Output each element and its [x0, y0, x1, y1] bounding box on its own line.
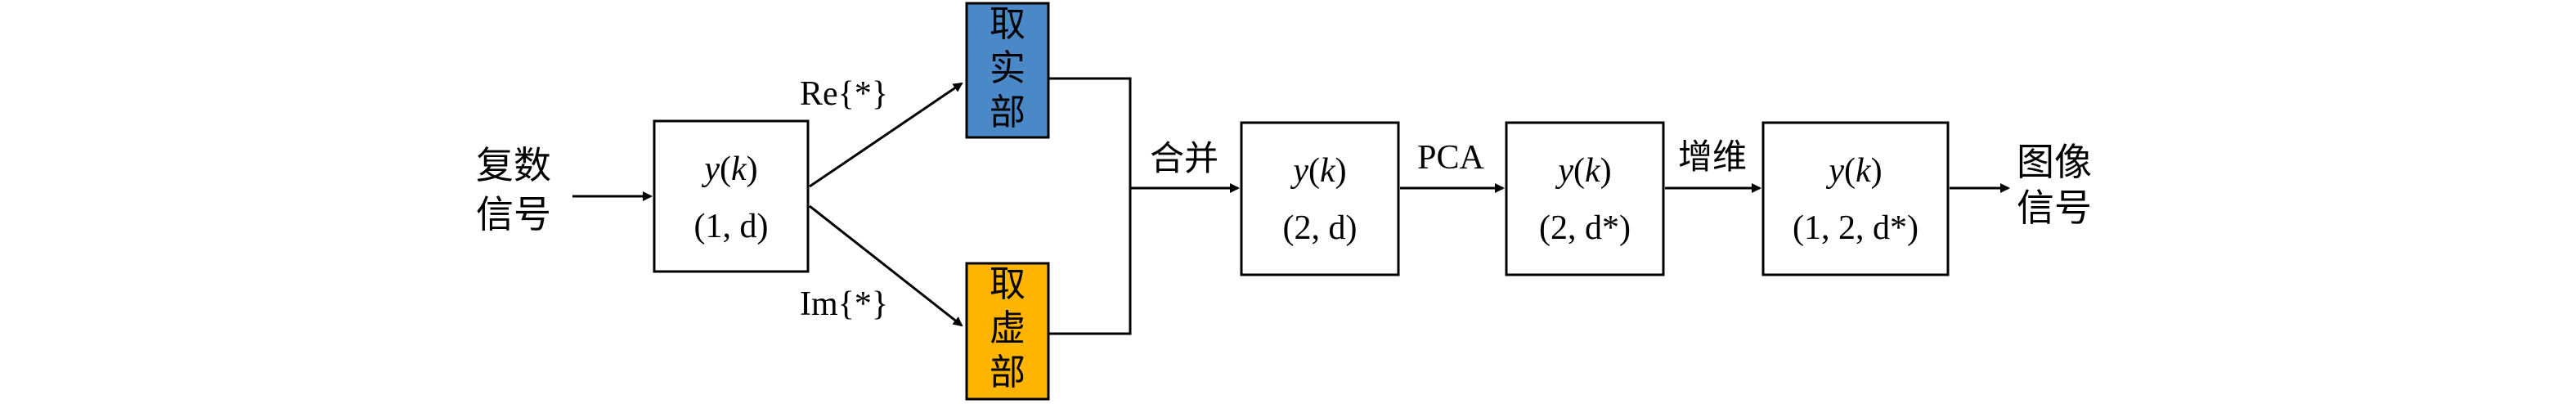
- input-block: [653, 119, 810, 273]
- re-label: Re{*}: [800, 75, 888, 113]
- arrow-to-real: [809, 82, 963, 188]
- real-part-char-1: 取: [990, 3, 1025, 45]
- input-signal-label-line2: 信号: [476, 192, 551, 236]
- merged-block-dims: (2, d): [1283, 209, 1358, 247]
- output-signal-label-line1: 图像: [2017, 140, 2092, 184]
- merge-line-real: [1048, 77, 1132, 188]
- input-block-dims: (1, d): [694, 208, 769, 245]
- output-signal-label-line2: 信号: [2017, 186, 2092, 230]
- imag-part-block: [965, 262, 1050, 401]
- merge-line-imag: [1048, 188, 1132, 335]
- imag-part-char-1: 取: [990, 263, 1025, 305]
- im-label: Im{*}: [800, 285, 888, 323]
- imag-part-char-3: 部: [990, 352, 1025, 393]
- arrow-to-imag: [809, 204, 963, 327]
- final-block-var: y(k): [1825, 152, 1882, 190]
- real-part-char-2: 实: [990, 47, 1025, 89]
- merge-label: 合并: [1150, 138, 1218, 178]
- final-block-dims: (1, 2, d*): [1793, 209, 1919, 247]
- imag-part-char-2: 虚: [990, 307, 1025, 349]
- input-signal-label-line1: 复数: [476, 143, 551, 187]
- pca-label: PCA: [1417, 139, 1484, 177]
- pca-block-dims: (2, d*): [1539, 209, 1631, 247]
- input-block-var: y(k): [701, 150, 757, 188]
- merged-block: [1240, 121, 1400, 276]
- final-block: [1761, 121, 1950, 276]
- real-part-block: [965, 2, 1050, 139]
- real-part-char-3: 部: [990, 92, 1025, 133]
- increase-dim-label: 增维: [1678, 137, 1747, 177]
- pca-block-var: y(k): [1555, 152, 1611, 190]
- merged-block-var: y(k): [1290, 152, 1346, 190]
- pca-block: [1505, 121, 1665, 276]
